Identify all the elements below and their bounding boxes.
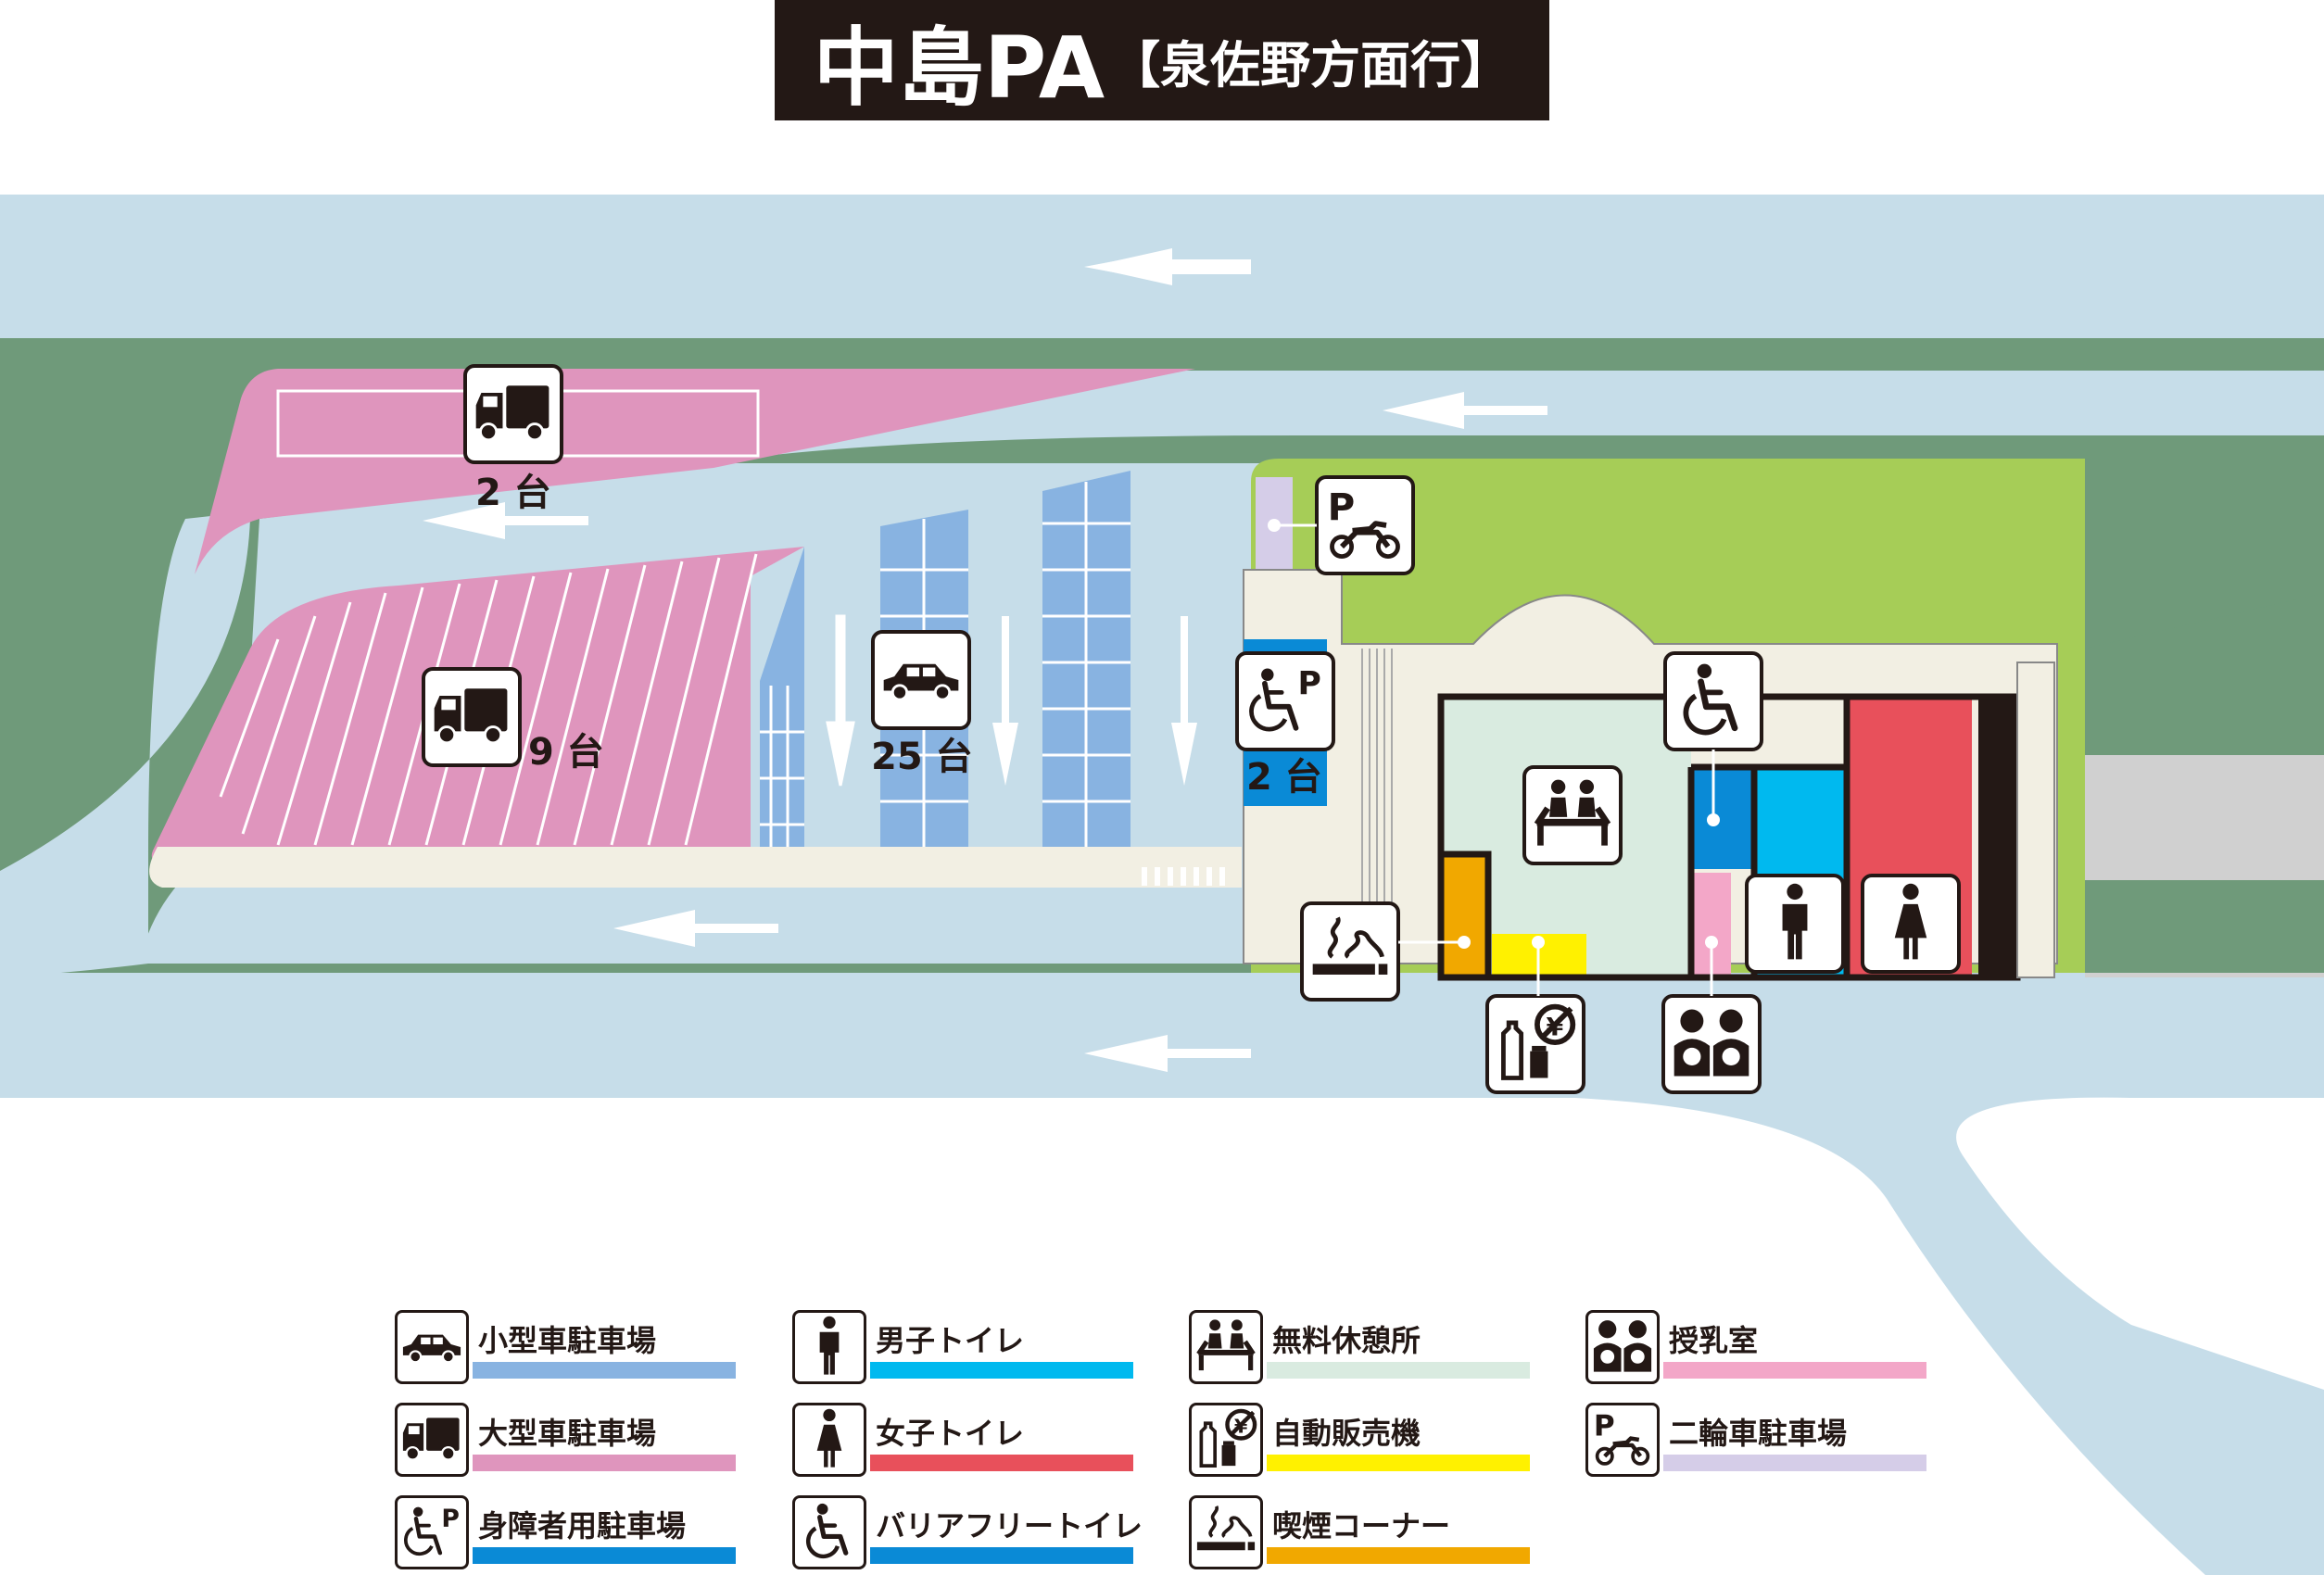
motorcycle-parking-icon	[1315, 475, 1415, 575]
title-direction: 【泉佐野方面行】	[1110, 35, 1511, 94]
legend-color-bar	[870, 1362, 1133, 1379]
lounge-icon	[1189, 1310, 1263, 1384]
legend-color-bar	[1267, 1362, 1530, 1379]
legend-label: 二輪車駐車場	[1669, 1416, 1848, 1451]
nursing-room-icon	[1585, 1310, 1660, 1384]
legend-item-small-car: 小型車駐車場	[395, 1310, 738, 1384]
legend-color-bar	[1267, 1547, 1530, 1564]
smoking-icon	[1189, 1495, 1263, 1569]
legend-color-bar	[870, 1547, 1133, 1564]
walkway	[149, 847, 1243, 888]
map-icons	[422, 364, 1961, 1094]
exit-road	[0, 973, 2324, 1575]
legend-color-bar	[473, 1362, 736, 1379]
wheelchair-parking-icon	[395, 1495, 469, 1569]
mens-toilet-icon	[1745, 874, 1845, 974]
arrow-icon	[1171, 616, 1197, 786]
legend-label: 大型車駐車場	[478, 1416, 657, 1451]
legend-color-bar	[473, 1547, 736, 1564]
truck-icon	[395, 1403, 469, 1477]
building-right-wall	[2016, 662, 2055, 978]
vending-icon	[1485, 994, 1585, 1094]
motorcycle-parking-icon	[1585, 1403, 1660, 1477]
large-top-count-label: 2 台	[475, 472, 551, 514]
right-green-edge-lower	[2085, 880, 2324, 973]
truck-icon	[463, 364, 563, 464]
legend-item-large-vehicle: 大型車駐車場	[395, 1403, 738, 1477]
arrow-icon	[1089, 248, 1251, 285]
mens-toilet-icon	[792, 1310, 866, 1384]
legend-color-bar	[1663, 1362, 1926, 1379]
large-main-count-label: 9 台	[528, 731, 604, 774]
womens-toilet-icon	[792, 1403, 866, 1477]
legend-label: 自動販売機	[1272, 1416, 1421, 1451]
legend-label: 小型車駐車場	[478, 1323, 657, 1358]
legend-label: 無料休憩所	[1272, 1323, 1421, 1358]
legend-color-bar	[1267, 1455, 1530, 1471]
truck-icon	[422, 667, 522, 767]
legend-item-smoking: 喫煙コーナー	[1189, 1495, 1532, 1569]
legend-item-mens-toilet: 男子トイレ	[792, 1310, 1135, 1384]
legend-item-lounge: 無料休憩所	[1189, 1310, 1532, 1384]
wheelchair-icon	[1663, 651, 1763, 751]
smoking-icon	[1300, 901, 1400, 1002]
smoking-room	[1444, 854, 1488, 975]
legend-label: 女子トイレ	[876, 1416, 1025, 1451]
vending-icon	[1189, 1403, 1263, 1477]
legend-color-bar	[870, 1455, 1133, 1471]
arrow-icon	[992, 616, 1018, 786]
arrow-icon	[1383, 392, 1547, 429]
arrow-icon	[613, 910, 778, 947]
page-title: 中島PA 【泉佐野方面行】	[775, 0, 1549, 120]
car-count-label: 25 台	[871, 736, 973, 778]
arrow-icon	[423, 502, 588, 539]
title-main: 中島PA	[813, 18, 1105, 118]
legend-item-motorcycle-parking: 二輪車駐車場	[1585, 1403, 1928, 1477]
legend-label: 身障者用駐車場	[478, 1508, 687, 1544]
nursing-room-icon	[1661, 994, 1762, 1094]
legend-item-vending: 自動販売機	[1189, 1403, 1532, 1477]
legend-label: 授乳室	[1669, 1323, 1759, 1358]
traffic-arrows	[423, 248, 1547, 1072]
legend-color-bar	[473, 1455, 736, 1471]
legend-label: バリアフリートイレ	[876, 1508, 1143, 1544]
legend-item-barrier-free-toilet: バリアフリートイレ	[792, 1495, 1143, 1569]
rest-area-entrance-road	[0, 371, 2324, 977]
car-icon	[871, 630, 971, 730]
accessible-toilet-room	[1691, 767, 1754, 869]
lounge-icon	[1522, 765, 1623, 865]
large-parking-top	[195, 369, 1195, 574]
arrow-icon	[826, 614, 855, 787]
legend-label: 男子トイレ	[876, 1323, 1025, 1358]
utility-room	[1978, 697, 2017, 975]
arrow-icon	[1084, 1035, 1251, 1072]
legend-color-bar	[1663, 1455, 1926, 1471]
accessible-count-label: 2 台	[1246, 756, 1322, 799]
right-green-edge	[2085, 593, 2324, 755]
legend-item-nursing-room: 授乳室	[1585, 1310, 1928, 1384]
legend-item-accessible-parking: 身障者用駐車場	[395, 1495, 738, 1569]
legend-item-womens-toilet: 女子トイレ	[792, 1403, 1135, 1477]
womens-toilet-icon	[1861, 874, 1961, 974]
legend-label: 喫煙コーナー	[1272, 1508, 1451, 1544]
crosswalk	[1142, 867, 1225, 886]
wheelchair-parking-icon	[1235, 651, 1335, 751]
car-icon	[395, 1310, 469, 1384]
wheelchair-icon	[792, 1495, 866, 1569]
